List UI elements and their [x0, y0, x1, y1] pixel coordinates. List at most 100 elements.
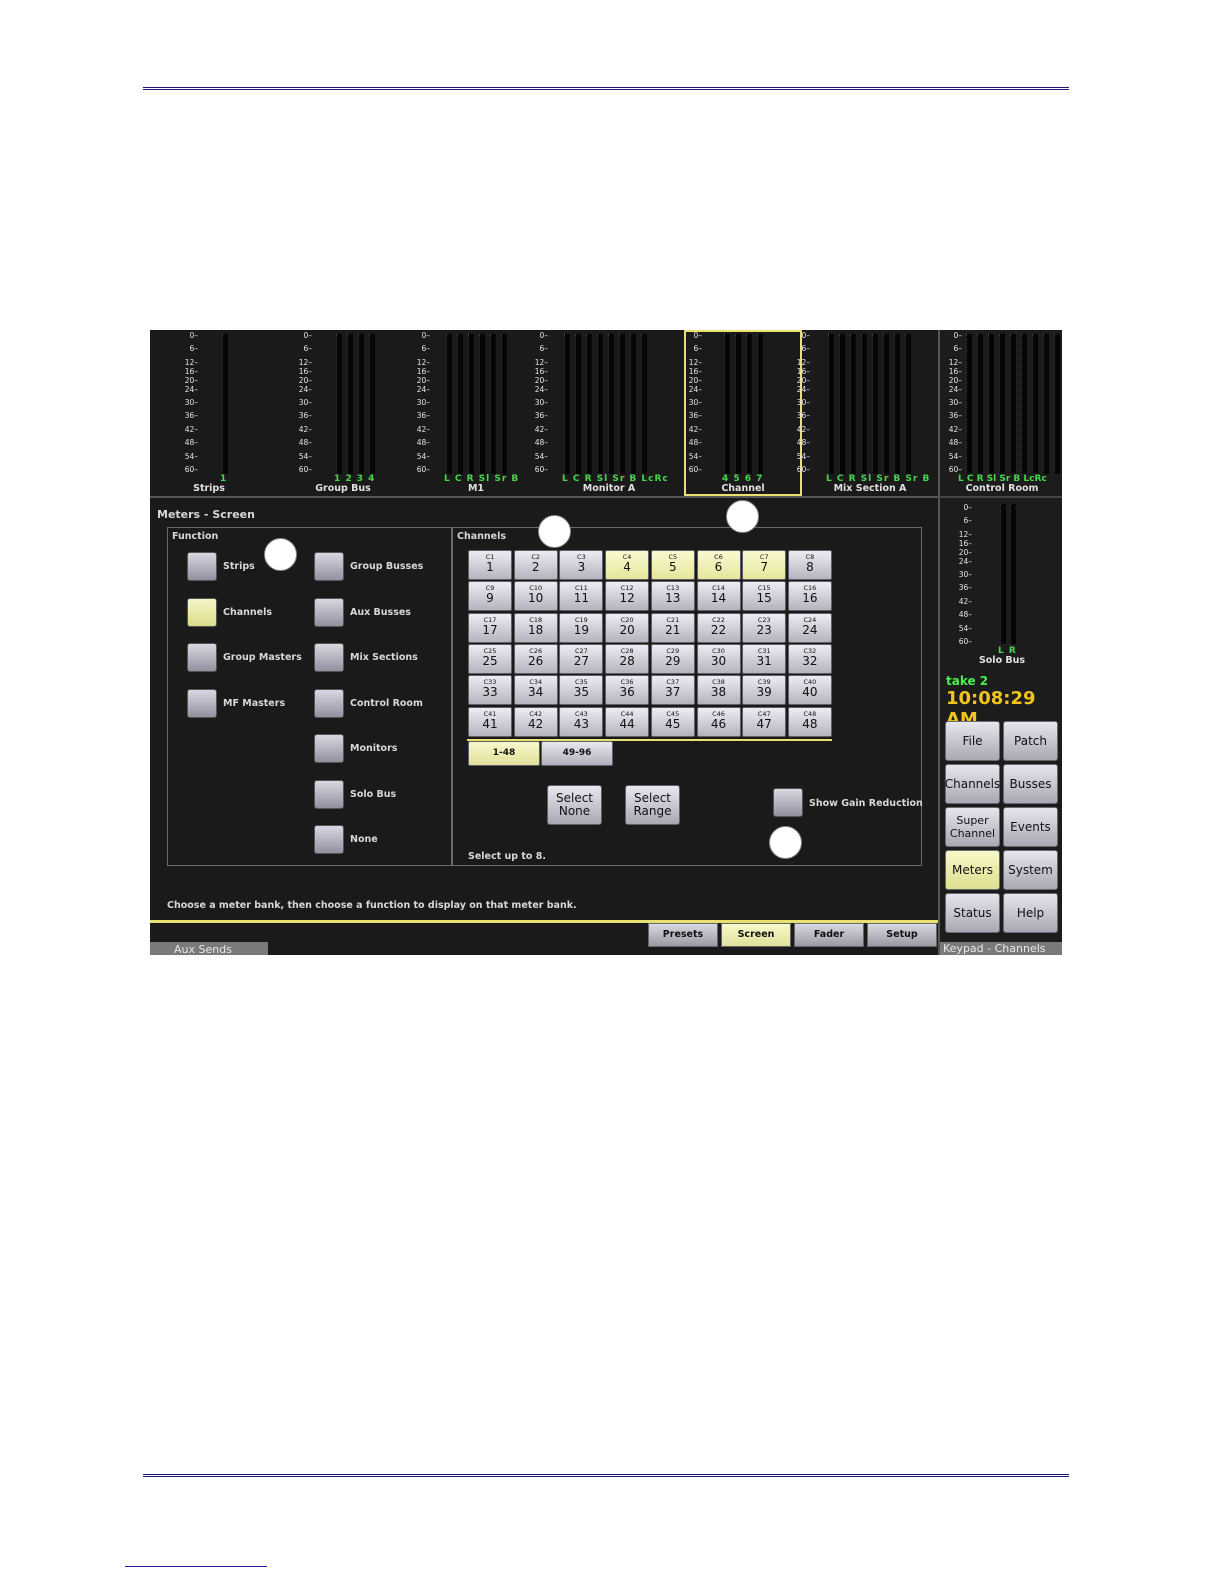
- meter-bar: [619, 334, 625, 474]
- function-none-button[interactable]: [314, 825, 344, 854]
- function-channels-label: Channels: [223, 606, 273, 618]
- tab-setup[interactable]: Setup: [867, 923, 937, 947]
- function-mf-masters-button[interactable]: [187, 688, 217, 718]
- keypad-channels-button[interactable]: Channels: [945, 764, 1000, 804]
- function-group-masters-button[interactable]: [187, 643, 217, 672]
- meter-bank-monitor-a[interactable]: 0–6–12–16–20–24–30–36–42–48–54–60–L C R …: [534, 330, 684, 496]
- select-none-button[interactable]: Select None: [547, 785, 602, 825]
- channel-button-number: 43: [573, 716, 590, 731]
- keypad-busses-button[interactable]: Busses: [1003, 764, 1058, 804]
- function-mix-sections-button[interactable]: [314, 643, 344, 672]
- function-channels-button[interactable]: [187, 597, 217, 627]
- meter-bank-group-bus[interactable]: 0–6–12–16–20–24–30–36–42–48–54–60–1 2 3 …: [268, 330, 418, 496]
- tab-presets[interactable]: Presets: [648, 923, 718, 947]
- range-49-96-button[interactable]: 49-96: [541, 741, 613, 766]
- keypad-events-button[interactable]: Events: [1003, 807, 1058, 847]
- range-1-48-button[interactable]: 1-48: [468, 741, 540, 766]
- channel-button-id: C16: [803, 584, 817, 593]
- function-group-busses-button[interactable]: [314, 552, 344, 581]
- function-strips-button[interactable]: [187, 552, 217, 581]
- function-monitors-button[interactable]: [314, 734, 344, 763]
- meter-tick-label: 60–: [298, 465, 312, 474]
- function-solo-bus-button[interactable]: [314, 779, 344, 809]
- function-aux-busses-button[interactable]: [314, 597, 344, 627]
- channels-label: Channels: [457, 531, 507, 542]
- meter-tick-label: 30–: [796, 398, 810, 407]
- meter-bank-m1[interactable]: 0–6–12–16–20–24–30–36–42–48–54–60–L C R …: [417, 330, 534, 496]
- function-control-room-button[interactable]: [314, 688, 344, 718]
- meter-tick-label: 20–: [534, 375, 548, 385]
- meter-tick-label: 60–: [796, 465, 810, 474]
- meter-bank-control-room[interactable]: 0–6–12–16–20–24–30–36–42–48–54–60–L C R …: [940, 330, 1062, 496]
- keypad-status-button[interactable]: Status: [945, 893, 1000, 933]
- keypad-file-button[interactable]: File: [945, 721, 1000, 761]
- tab-fader[interactable]: Fader: [794, 923, 864, 947]
- meter-bank-name: Mix Section A: [833, 483, 907, 494]
- meter-tick-label: 16–: [958, 538, 972, 548]
- meter-tick-label: 54–: [948, 451, 962, 461]
- select-range-button[interactable]: Select Range: [625, 785, 680, 825]
- keypad-system-button[interactable]: System: [1003, 850, 1058, 890]
- meter-bank-mix-section-a[interactable]: 0–6–12–16–20–24–30–36–42–48–54–60–L C R …: [797, 330, 938, 496]
- channel-button-number: 27: [573, 653, 590, 668]
- show-gain-reduction-toggle[interactable]: [773, 788, 803, 817]
- meter-bank-channel[interactable]: 0–6–12–16–20–24–30–36–42–48–54–60–4 5 6 …: [684, 330, 802, 496]
- keypad-help-button[interactable]: Help: [1003, 893, 1058, 933]
- keypad-meters-button[interactable]: Meters: [945, 850, 1000, 890]
- meter-tick-label: 16–: [184, 366, 198, 376]
- tab-screen[interactable]: Screen: [721, 923, 791, 947]
- keypad-patch-button[interactable]: Patch: [1003, 721, 1058, 761]
- keypad-super-channel-button[interactable]: Super Channel: [945, 807, 1000, 847]
